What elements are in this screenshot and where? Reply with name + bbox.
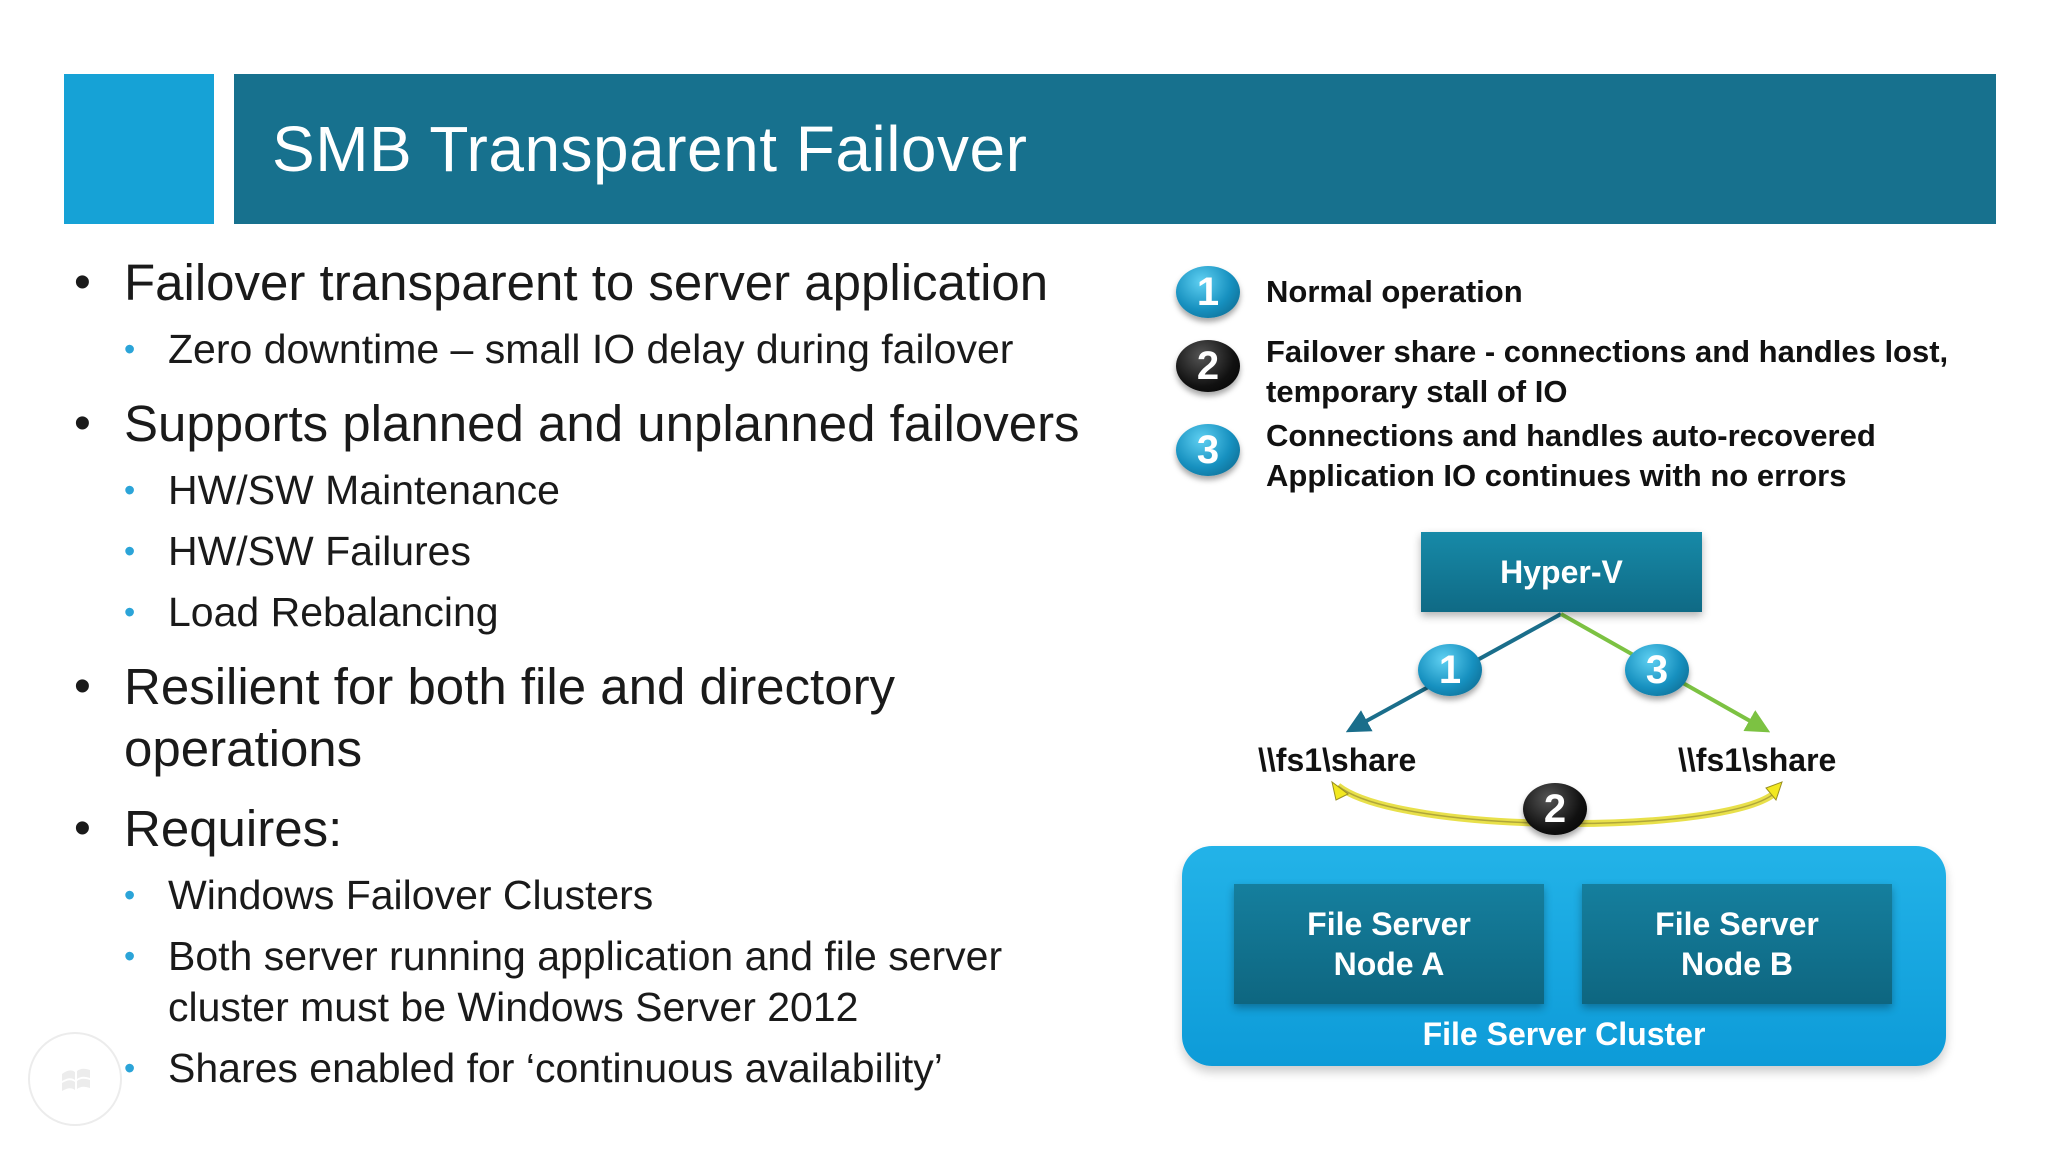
title-accent-square <box>64 74 214 224</box>
step-number-badge: 3 <box>1176 424 1240 476</box>
bullet-dot-icon: • <box>74 802 91 855</box>
sub-bullet-dot-icon: • <box>124 533 136 569</box>
slide-title: SMB Transparent Failover <box>272 113 1028 185</box>
cluster-label: File Server Cluster <box>1422 1016 1706 1052</box>
bullet-dot-icon: • <box>74 660 91 713</box>
step-3-badge: 3 <box>1625 644 1689 696</box>
sub-bullet-text: Shares enabled for ‘continuous availabil… <box>168 1045 943 1091</box>
legend-text: Normal operation <box>1266 274 1523 309</box>
step-number-badge: 2 <box>1176 340 1240 392</box>
node-b-subtitle: Node B <box>1681 946 1793 982</box>
sub-bullet-dot-icon: • <box>124 472 136 508</box>
node-a-subtitle: Node A <box>1333 946 1445 982</box>
failover-arc-arrowhead <box>1765 781 1783 802</box>
file-server-cluster: File Server Node A File Server Node B Fi… <box>1182 846 1946 1066</box>
sub-bullet-text: HW/SW Failures <box>168 528 471 574</box>
sub-bullet-text: HW/SW Maintenance <box>168 467 560 513</box>
file-server-node-a: File Server Node A <box>1234 884 1544 1004</box>
sub-bullet-item: • HW/SW Maintenance <box>72 465 1122 516</box>
sub-bullet-text: Load Rebalancing <box>168 589 499 635</box>
bullet-item: • Requires: <box>72 798 1122 860</box>
bullet-dot-icon: • <box>74 397 91 450</box>
sub-bullet-text: Both server running application and file… <box>168 933 1003 1030</box>
sub-bullet-item: • HW/SW Failures <box>72 526 1122 577</box>
sub-bullet-dot-icon: • <box>124 1050 136 1086</box>
hyper-v-box: Hyper-V <box>1421 532 1702 612</box>
bullet-text: Resilient for both file and directory op… <box>124 658 896 777</box>
file-server-node-b: File Server Node B <box>1582 884 1892 1004</box>
share-path-right: \\fs1\share <box>1678 742 1837 778</box>
failover-diagram: Hyper-V 1 3 2 \\fs1\share \\fs1\share Fi… <box>1170 520 1970 1080</box>
sub-bullet-item: • Shares enabled for ‘continuous availabi… <box>72 1043 1122 1094</box>
sub-bullet-text: Windows Failover Clusters <box>168 872 654 918</box>
sub-bullet-dot-icon: • <box>124 877 136 913</box>
bullet-item: • Failover transparent to server applicat… <box>72 252 1122 314</box>
bullet-text: Failover transparent to server applicati… <box>124 254 1049 311</box>
share-path-left: \\fs1\share <box>1258 742 1417 778</box>
title-bar: SMB Transparent Failover <box>234 74 1996 224</box>
sub-bullet-item: • Load Rebalancing <box>72 587 1122 638</box>
sub-bullet-item: • Windows Failover Clusters <box>72 870 1122 921</box>
bullet-text: Supports planned and unplanned failovers <box>124 395 1080 452</box>
bullet-dot-icon: • <box>74 256 91 309</box>
sub-bullet-text: Zero downtime – small IO delay during fa… <box>168 326 1014 372</box>
bullet-text: Requires: <box>124 800 343 857</box>
bullet-item: • Supports planned and unplanned failover… <box>72 393 1122 455</box>
failover-arc-arrowhead <box>1331 780 1349 801</box>
bullet-list: • Failover transparent to server applicat… <box>72 252 1122 1104</box>
node-b-title: File Server <box>1655 906 1819 942</box>
sub-bullet-item: • Both server running application and fil… <box>72 931 1122 1033</box>
legend-text: Failover share - connections and handles… <box>1266 334 1949 409</box>
sub-bullet-dot-icon: • <box>124 938 136 974</box>
bullet-item: • Resilient for both file and directory o… <box>72 656 1122 780</box>
legend-text: Connections and handles auto-recovered A… <box>1266 418 1876 493</box>
step-number-badge: 1 <box>1176 266 1240 318</box>
sub-bullet-dot-icon: • <box>124 331 136 367</box>
windows-logo-glyph <box>62 1068 90 1091</box>
windows-logo-icon <box>28 1032 122 1126</box>
node-a-title: File Server <box>1307 906 1471 942</box>
sub-bullet-dot-icon: • <box>124 594 136 630</box>
step-1-badge: 1 <box>1418 644 1482 696</box>
sub-bullet-item: • Zero downtime – small IO delay during f… <box>72 324 1122 375</box>
step-2-badge: 2 <box>1523 783 1587 835</box>
